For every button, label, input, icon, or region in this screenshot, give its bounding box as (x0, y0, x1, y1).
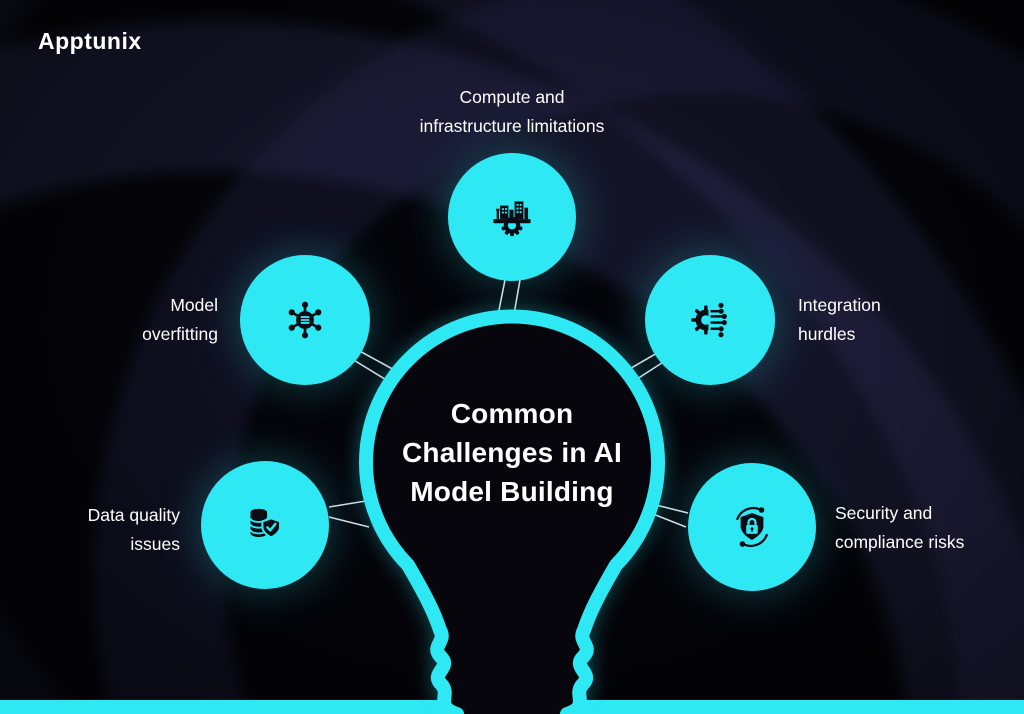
label-line: overfitting (142, 324, 218, 344)
city-infrastructure-gear-icon (483, 188, 541, 246)
page-title: Common Challenges in AI Model Building (362, 394, 662, 511)
label-line: Data quality (87, 505, 180, 525)
title-line: Challenges in AI (402, 437, 622, 468)
label-line: Model (170, 295, 218, 315)
label-integration: Integration hurdles (798, 291, 968, 349)
label-line: hurdles (798, 324, 856, 344)
node-data-quality-circle (201, 461, 329, 589)
label-overfitting: Model overfitting (58, 291, 218, 349)
label-line: infrastructure limitations (419, 116, 605, 136)
label-line: Security and (835, 503, 933, 523)
network-hub-icon (276, 291, 334, 349)
apptunix-logo: Apptunix (38, 28, 142, 54)
node-overfitting-circle (240, 255, 370, 385)
label-line: Compute and (459, 87, 565, 107)
title-line: Model Building (410, 476, 614, 507)
label-line: issues (130, 534, 180, 554)
label-line: compliance risks (835, 532, 965, 552)
label-line: Integration (798, 295, 881, 315)
database-shield-check-icon (236, 496, 294, 554)
node-compute-circle (448, 153, 576, 281)
label-data-quality: Data quality issues (20, 501, 180, 559)
lightbulb-outline (359, 309, 665, 714)
node-integration-circle (645, 255, 775, 385)
label-compute: Compute and infrastructure limitations (362, 83, 662, 141)
gear-circuit-icon (681, 291, 739, 349)
node-security-circle (688, 463, 816, 591)
shield-lock-icon (723, 498, 781, 556)
label-security: Security and compliance risks (835, 499, 1005, 557)
title-line: Common (450, 398, 574, 429)
